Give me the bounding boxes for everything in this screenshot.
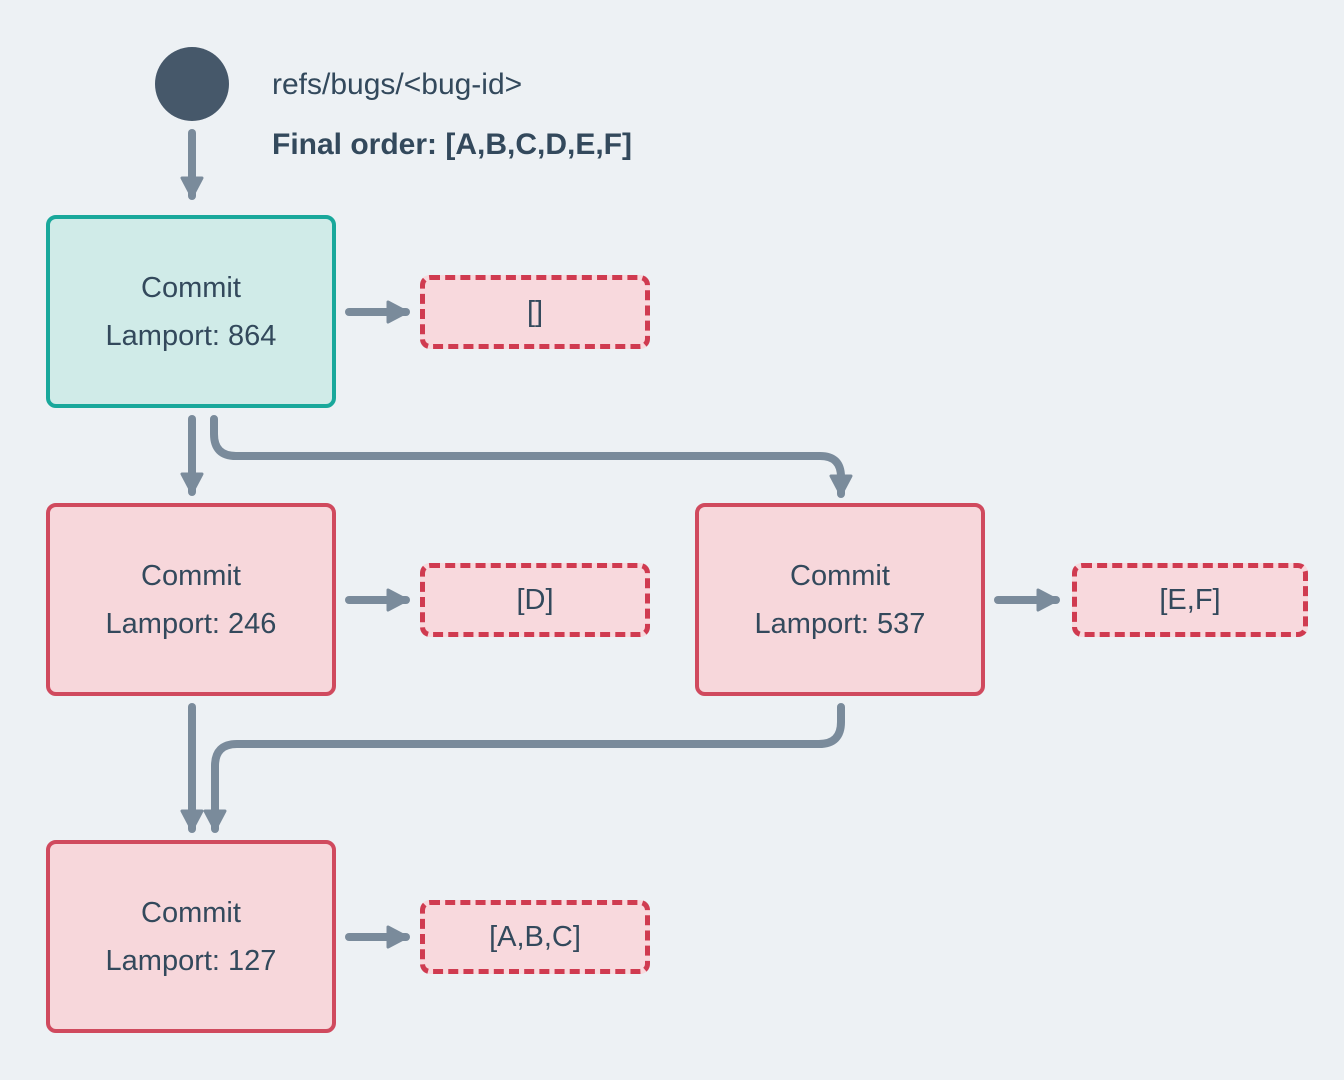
payload-label: [] [526,295,544,328]
commit-node-246: Commit Lamport: 246 [46,503,336,696]
branch-ref-label: refs/bugs/<bug-id> [272,68,523,101]
edge-commit-537-to-commit-127 [215,703,845,833]
commit-title: Commit [790,559,890,592]
payload-box-d: [D] [420,563,650,637]
payload-label: [E,F] [1159,583,1221,616]
commit-title: Commit [141,559,241,592]
branch-ref-dot [155,47,229,121]
commit-node-537: Commit Lamport: 537 [695,503,985,696]
edge-commit-864-to-commit-537 [210,415,841,498]
final-order-label: Final order: [A,B,C,D,E,F] [272,128,632,161]
payload-box-abc: [A,B,C] [420,900,650,974]
commit-title: Commit [141,271,241,304]
commit-node-864: Commit Lamport: 864 [46,215,336,408]
commit-lamport: Lamport: 537 [754,607,926,640]
commit-node-127: Commit Lamport: 127 [46,840,336,1033]
payload-label: [D] [516,583,554,616]
commit-lamport: Lamport: 127 [105,944,277,977]
commit-lamport: Lamport: 864 [105,319,277,352]
commit-title: Commit [141,896,241,929]
payload-box-ef: [E,F] [1072,563,1308,637]
commit-lamport: Lamport: 246 [105,607,277,640]
payload-box-empty: [] [420,275,650,349]
payload-label: [A,B,C] [489,920,581,953]
